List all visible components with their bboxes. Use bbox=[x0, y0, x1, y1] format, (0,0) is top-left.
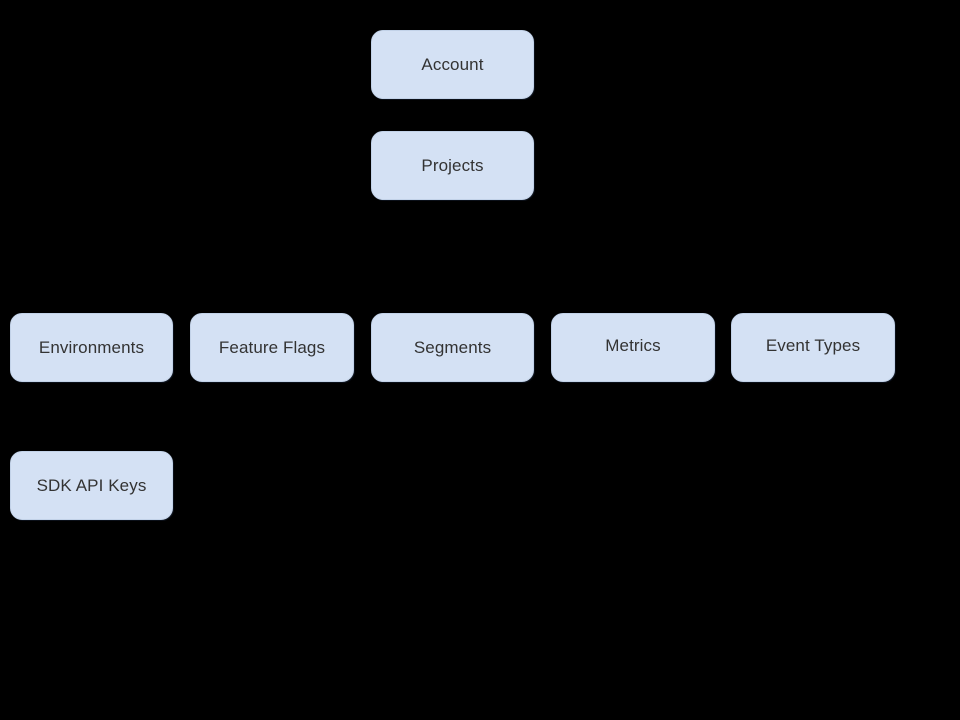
node-label-segments: Segments bbox=[413, 337, 492, 357]
node-label-metrics: Metrics bbox=[605, 335, 661, 355]
node-label-projects: Projects bbox=[421, 155, 484, 175]
node-label-feature-flags: Feature Flags bbox=[218, 337, 326, 357]
node-label-account: Account bbox=[421, 54, 484, 74]
node-event-types[interactable]: Event Types bbox=[731, 313, 895, 382]
node-projects[interactable]: Projects bbox=[371, 131, 534, 200]
node-feature-flags[interactable]: Feature Flags bbox=[190, 313, 354, 382]
node-metrics[interactable]: Metrics bbox=[551, 313, 715, 382]
node-environments[interactable]: Environments bbox=[10, 313, 173, 382]
node-label-environments: Environments bbox=[38, 337, 145, 357]
node-account[interactable]: Account bbox=[371, 30, 534, 99]
node-segments[interactable]: Segments bbox=[371, 313, 534, 382]
node-sdk-api-keys[interactable]: SDK API Keys bbox=[10, 451, 173, 520]
node-label-sdk-api-keys: SDK API Keys bbox=[36, 475, 147, 495]
node-label-event-types: Event Types bbox=[765, 335, 861, 355]
